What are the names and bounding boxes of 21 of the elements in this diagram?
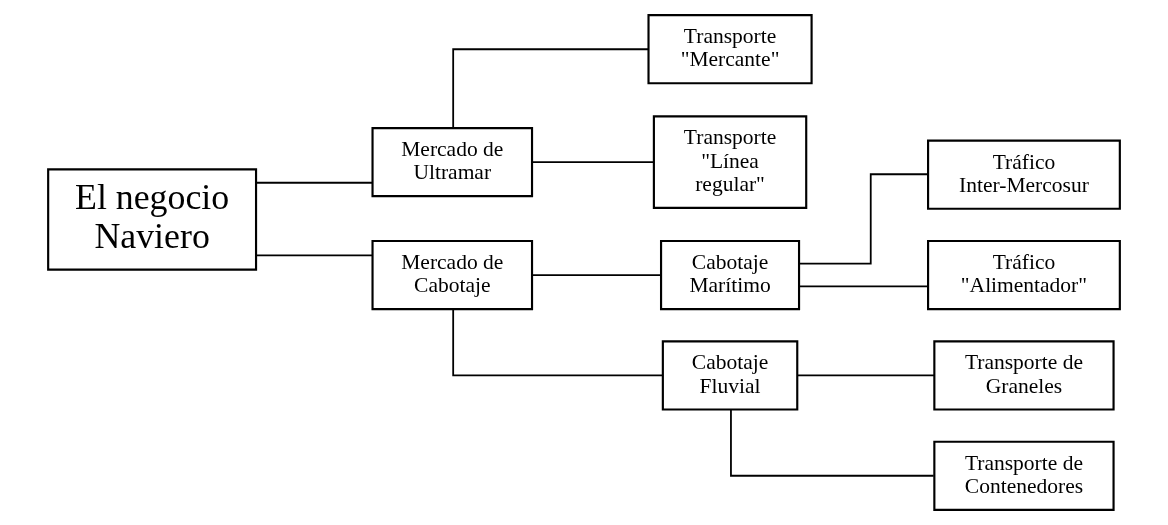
connector: [531, 274, 662, 276]
node-box: Transporte de Contenedores: [933, 440, 1115, 511]
connector: [796, 374, 935, 377]
node-box: Cabotaje Fluvial: [661, 340, 799, 411]
node-box: Transporte "Mercante": [647, 14, 813, 85]
connector: [452, 48, 650, 129]
node-box: Transporte de Graneles: [933, 340, 1115, 411]
node-box: Transporte "Línea regular": [652, 115, 808, 209]
connector: [255, 181, 374, 184]
connector: [798, 285, 929, 288]
connector: [798, 173, 929, 265]
node-box: Tráfico "Alimentador": [927, 239, 1121, 311]
node-box: Mercado de Ultramar: [371, 127, 534, 198]
connector: [531, 161, 655, 164]
connector: [255, 254, 374, 257]
connector: [730, 409, 935, 477]
node-box: Tráfico Inter-Mercosur: [927, 139, 1121, 210]
connector: [452, 308, 664, 377]
node-box: Cabotaje Marítimo: [660, 239, 801, 311]
node-box: El negocio Naviero: [47, 168, 258, 271]
node-box: Mercado de Cabotaje: [371, 239, 534, 311]
